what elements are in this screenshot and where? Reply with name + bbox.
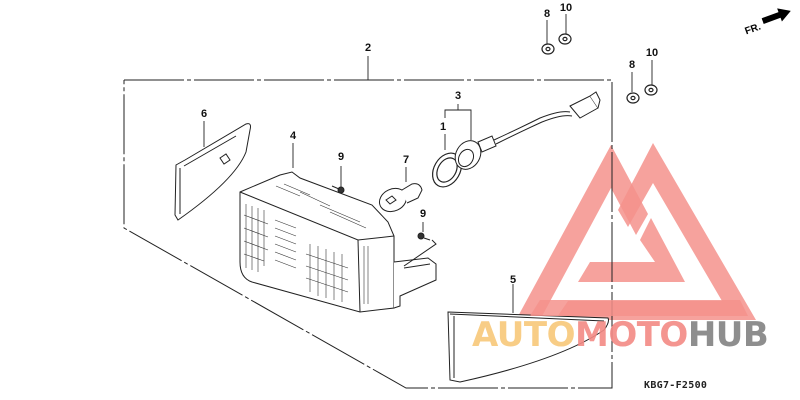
callout-10-upper: 10 <box>559 2 573 14</box>
callout-8-lower: 8 <box>628 59 636 71</box>
screw-upper <box>331 185 345 194</box>
callout-7: 7 <box>402 154 410 166</box>
callout-9-lower: 9 <box>419 208 427 220</box>
watermark-hub: HUB <box>687 315 769 355</box>
watermark-logo-icon <box>516 143 756 320</box>
callout-5: 5 <box>509 274 517 286</box>
callout-4: 4 <box>289 130 297 142</box>
socket-harness <box>454 91 601 170</box>
grommet-lower <box>626 92 640 104</box>
watermark-auto: AUTO <box>472 315 575 355</box>
arrow-icon <box>761 8 791 24</box>
collar-upper <box>558 33 572 45</box>
front-direction-indicator: FR. <box>738 0 800 40</box>
callout-3: 3 <box>454 90 462 102</box>
bulb <box>378 183 423 213</box>
collar-lower <box>644 84 658 96</box>
callout-2: 2 <box>364 42 372 54</box>
callout-8-upper: 8 <box>543 8 551 20</box>
lamp-housing <box>239 171 437 313</box>
assembly-boundary <box>123 79 613 389</box>
watermark-text: AUTOMOTOHUB <box>472 315 769 355</box>
callout-1: 1 <box>439 121 447 133</box>
front-label: FR. <box>743 21 763 38</box>
leader-lines <box>203 14 653 313</box>
callout-6: 6 <box>200 108 208 120</box>
watermark-moto: MOTO <box>574 315 688 355</box>
watermark-bar <box>530 300 748 316</box>
side-lens-lower <box>447 311 609 383</box>
grommet-upper <box>541 43 555 55</box>
side-lens-upper <box>174 123 251 221</box>
drawing-code: KBG7-F2500 <box>644 380 708 391</box>
callout-10-lower: 10 <box>645 47 659 59</box>
callout-9-upper: 9 <box>337 151 345 163</box>
screw-lower <box>403 232 437 267</box>
